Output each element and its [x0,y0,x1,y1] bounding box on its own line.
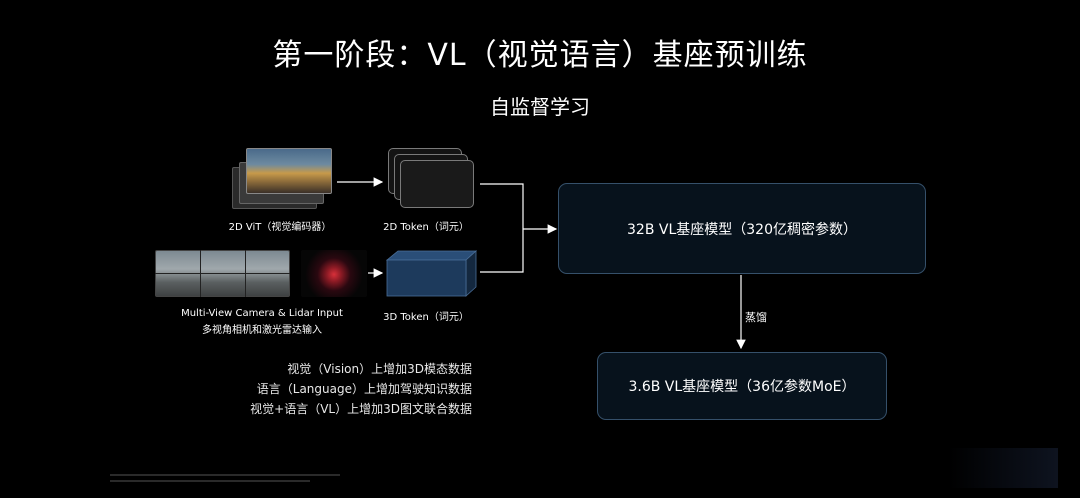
connector-3d-token [480,229,524,273]
connector-2d-token [480,183,524,229]
base-model-box: 32B VL基座模型（320亿稠密参数） [558,183,926,274]
camera-label-en: Multi-View Camera & Lidar Input [181,308,343,319]
camera-label-zh: 多视角相机和激光雷达输入 [202,325,322,336]
token-3d-label: 3D Token（词元） [383,312,469,323]
footnote-line-2 [110,480,310,482]
watermark [948,448,1058,488]
small-model-label: 3.6B VL基座模型（36亿参数MoE） [628,379,856,395]
vit-image-stack [232,148,332,209]
slide-subtitle: 自监督学习 [490,95,590,119]
vit-label: 2D ViT（视觉编码器） [228,222,332,233]
bullet-vl: 视觉+语言（VL）上增加3D图文联合数据 [250,402,472,416]
token-2d-stack [388,148,478,210]
token-3d-block [386,250,478,297]
camera-divider-h [155,273,290,274]
bullet-language: 语言（Language）上增加驾驶知识数据 [256,382,472,396]
bullet-vision: 视觉（Vision）上增加3D模态数据 [287,362,472,376]
distill-label: 蒸馏 [745,311,767,324]
token-2d-label: 2D Token（词元） [383,222,469,233]
camera-lidar-images [155,250,369,298]
small-model-box: 3.6B VL基座模型（36亿参数MoE） [597,352,887,420]
base-model-label: 32B VL基座模型（320亿稠密参数） [627,221,857,238]
slide-title: 第一阶段：VL（视觉语言）基座预训练 [272,38,808,73]
token-card-front [400,160,474,208]
panorama-image [246,148,332,194]
footnote-line-1 [110,474,340,476]
lidar-pointcloud-image [301,250,367,297]
